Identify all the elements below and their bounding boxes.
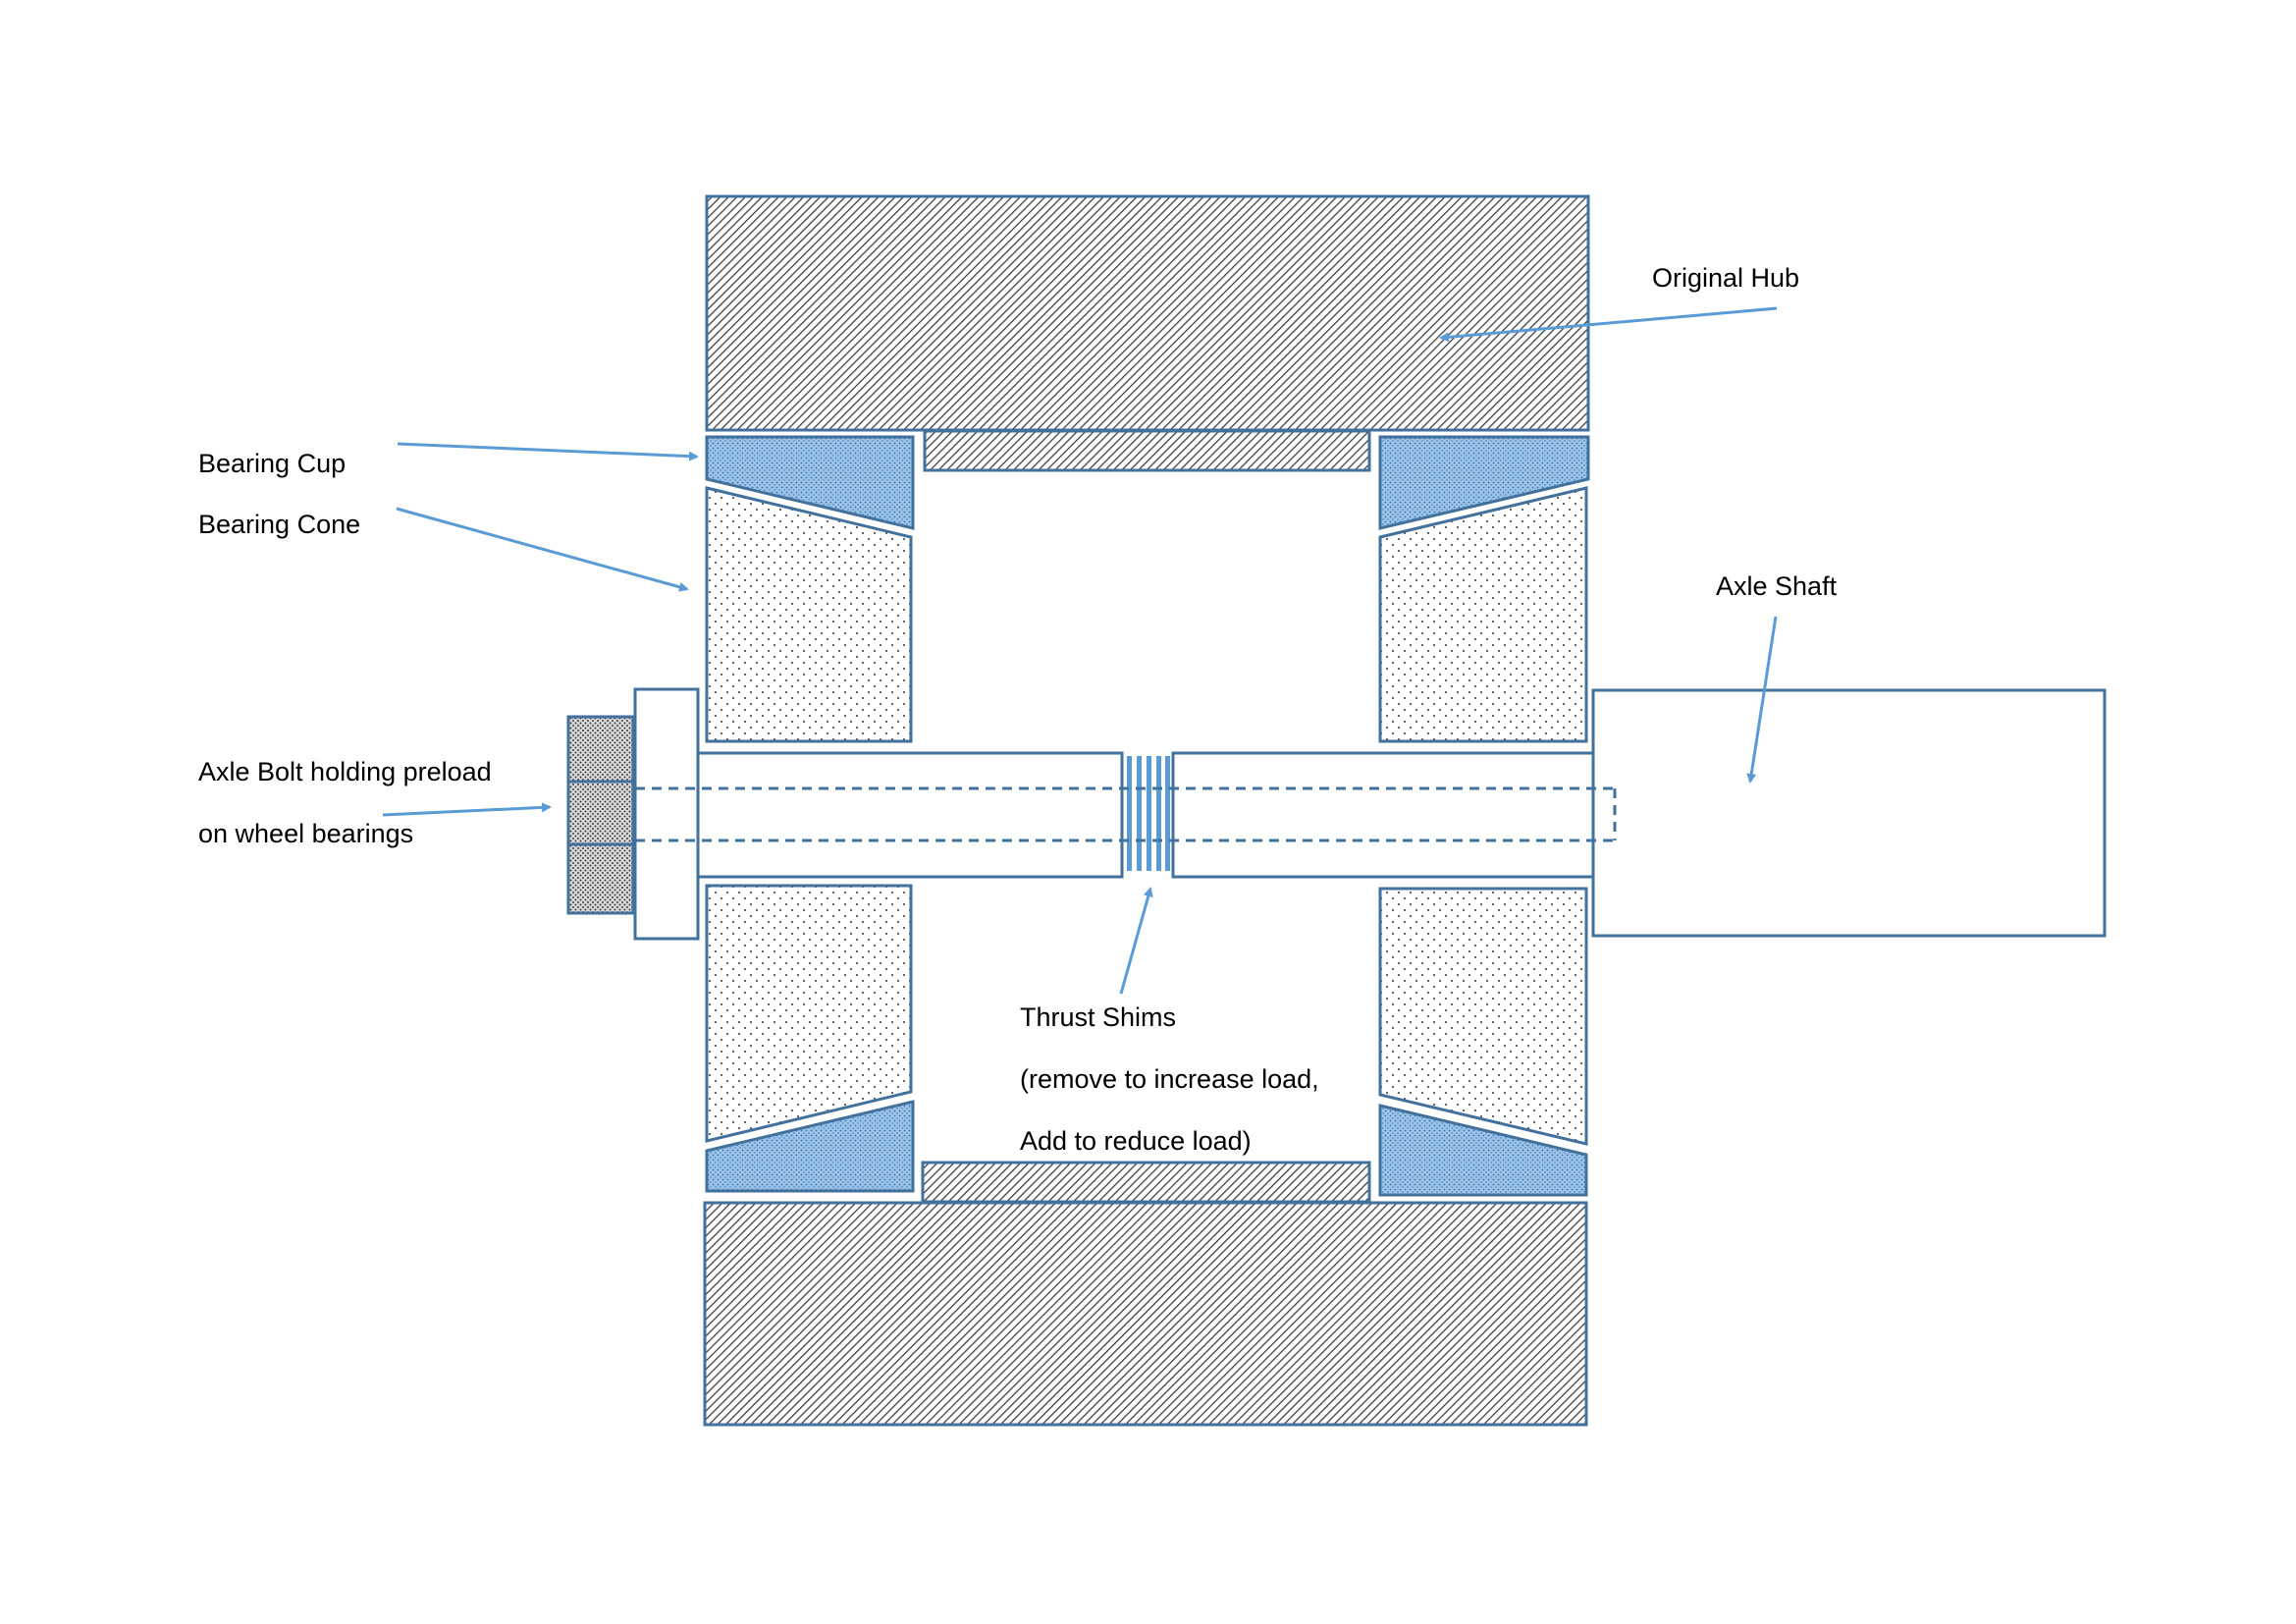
thrust-shim xyxy=(1127,756,1132,871)
bolt-hex-face xyxy=(566,842,635,915)
bearing-cup-top-left xyxy=(705,435,915,530)
thrust-shim xyxy=(1165,756,1170,871)
thrust-shim xyxy=(1147,756,1151,871)
arrow-thrust-shims xyxy=(1119,887,1153,995)
bolt-hex-face xyxy=(566,715,635,784)
thrust-shim xyxy=(1137,756,1142,871)
bearing-cone-bottom-left xyxy=(705,884,913,1143)
bearing-cup-bottom-left xyxy=(705,1100,915,1193)
arrow-bearing-cup xyxy=(397,442,699,461)
inner-sleeve-right xyxy=(1171,751,1595,879)
arrow-axle-bolt xyxy=(382,802,552,817)
axle-shaft xyxy=(1591,688,2107,938)
axle-bolt-hidden-line xyxy=(635,786,1617,842)
spacer-bottom xyxy=(921,1161,1371,1204)
label-thrust-shims-line1: Thrust Shims xyxy=(1020,1002,1176,1032)
thrust-shim xyxy=(1156,756,1161,871)
spacer-top xyxy=(923,429,1371,472)
bolt-washer xyxy=(633,687,700,941)
inner-sleeve-left xyxy=(696,751,1124,879)
hub-top xyxy=(705,194,1590,432)
bearing-cup-bottom-right xyxy=(1378,1104,1588,1197)
label-axle-shaft: Axle Shaft xyxy=(1716,571,1838,601)
arrow-axle-shaft xyxy=(1746,616,1778,784)
label-axle-bolt-line2: on wheel bearings xyxy=(198,819,413,848)
hub-bottom xyxy=(703,1201,1588,1427)
bolt-hex-head xyxy=(566,715,635,915)
label-thrust-shims-line3: Add to reduce load) xyxy=(1020,1126,1252,1156)
thrust-shims xyxy=(1127,756,1170,871)
label-original-hub: Original Hub xyxy=(1652,263,1799,293)
label-bearing-cup: Bearing Cup xyxy=(198,449,346,478)
bearing-cup-top-right xyxy=(1378,435,1590,530)
label-axle-bolt-line1: Axle Bolt holding preload xyxy=(198,757,492,786)
label-bearing-cone: Bearing Cone xyxy=(198,510,360,539)
bearing-cone-top-right xyxy=(1378,486,1588,743)
bolt-hex-face xyxy=(566,780,635,846)
bearing-cone-bottom-right xyxy=(1378,887,1588,1146)
arrow-bearing-cone xyxy=(396,507,689,592)
bearing-cone-top-left xyxy=(705,486,913,743)
label-thrust-shims-line2: (remove to increase load, xyxy=(1020,1064,1319,1094)
arrow-original-hub xyxy=(1439,306,1778,343)
